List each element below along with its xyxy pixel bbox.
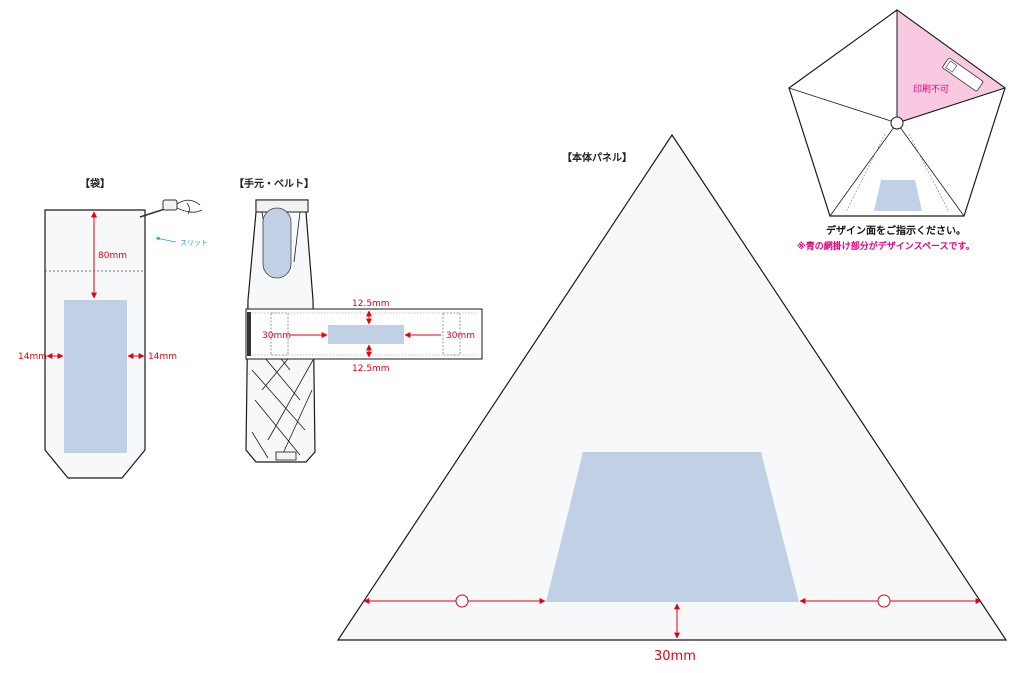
bag-dim-right-label: 14mm (148, 352, 177, 362)
bag-dim-top-label: 80mm (98, 251, 127, 261)
umbrella-top-view: 印刷不可 デザイン面をご指示ください。 ※青の網掛け部分がデザインスペースです。 (788, 9, 1007, 252)
drawstring-icon (139, 199, 203, 218)
belt-velcro (247, 312, 251, 356)
design-face-instruction: デザイン面をご指示ください。 (826, 224, 966, 237)
umbrella-center-tip (890, 116, 904, 130)
design-space-note: ※青の網掛け部分がデザインスペースです。 (797, 240, 975, 252)
panel-right-equal-mark (877, 594, 891, 608)
panel-left-equal-mark (455, 594, 469, 608)
no-print-label: 印刷不可 (913, 83, 949, 95)
panel-title: 【本体パネル】 (562, 151, 632, 164)
handle-belt-diagram: 【手元・ベルト】 12.5mm 12.5mm 30mm 30mm (234, 177, 483, 463)
belt-design-area (328, 325, 404, 344)
umbrella-ribs (788, 10, 1006, 217)
panel-dim-bottom-label: 30mm (654, 649, 696, 664)
belt-dim-top-label: 12.5mm (352, 299, 390, 309)
bag-diagram: 【袋】 80mm 14mm 14mm スリット (18, 177, 208, 479)
bag-title: 【袋】 (80, 177, 110, 190)
belt-sketch-icon (942, 57, 984, 92)
main-panel-diagram: 【本体パネル】 30mm (336, 133, 1008, 664)
tip-cap (275, 451, 297, 461)
bag-dim-left-label: 14mm (18, 352, 47, 362)
panel-seam-lines (845, 133, 950, 213)
belt-dim-bottom-label: 12.5mm (352, 364, 390, 374)
handle-design-area (262, 207, 292, 279)
slit-arrow (155, 236, 177, 243)
belt-dim-right-label: 30mm (446, 331, 475, 341)
panel-triangle (336, 133, 1008, 641)
bag-design-area (64, 300, 127, 453)
slit-label: スリット (180, 239, 208, 247)
umbrella-design-area (874, 180, 922, 211)
panel-design-area (546, 452, 799, 602)
handle-title: 【手元・ベルト】 (234, 177, 314, 190)
belt-dim-left-label: 30mm (262, 331, 291, 341)
